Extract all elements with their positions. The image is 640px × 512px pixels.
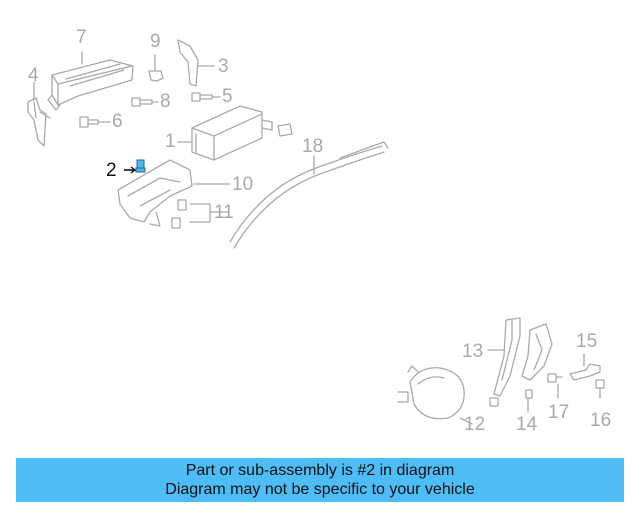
callout-12: 12 [464,414,486,435]
callout-15: 15 [576,331,598,352]
callout-8: 8 [160,91,171,112]
part-1-airbag-module [177,105,293,161]
part-17-clip [547,373,563,399]
part-15-bracket [569,353,601,381]
info-banner: Part or sub-assembly is #2 in diagram Di… [16,458,624,502]
part-3-bracket [177,39,215,87]
part-12-driver-airbag [397,365,473,425]
callout-1: 1 [165,131,176,152]
part-4-bracket [27,81,51,147]
callout-3: 3 [218,56,229,77]
part-7-passenger-airbag [47,51,134,111]
banner-line-1: Part or sub-assembly is #2 in diagram [185,462,455,479]
callout-18: 18 [302,136,324,157]
part-5-bolt [191,92,221,102]
part-8-bolt [131,97,159,107]
part-9-nut [148,54,164,82]
part-10-bracket [117,159,231,227]
callout-17: 17 [548,402,570,423]
part-14-pillar-trim [521,323,553,413]
callout-6: 6 [112,111,123,132]
part-6-screw [79,116,111,128]
callout-10: 10 [232,174,254,195]
callout-11: 11 [214,202,234,223]
banner-line-2: Diagram may not be specific to your vehi… [165,481,475,498]
callout-13: 13 [462,341,484,362]
callout-4: 4 [28,65,39,86]
callout-2: 2 [106,160,117,181]
part-2-bolt-highlighted [124,159,146,174]
callout-5: 5 [222,86,233,107]
part-11-fasteners [171,199,229,229]
callout-16: 16 [590,410,612,431]
part-16-bolt [595,379,605,399]
callout-9: 9 [150,31,161,52]
part-18-curtain-airbag [229,141,389,249]
callout-7: 7 [76,27,87,48]
part-13-pillar-trim [487,317,521,407]
callout-14: 14 [516,414,538,435]
